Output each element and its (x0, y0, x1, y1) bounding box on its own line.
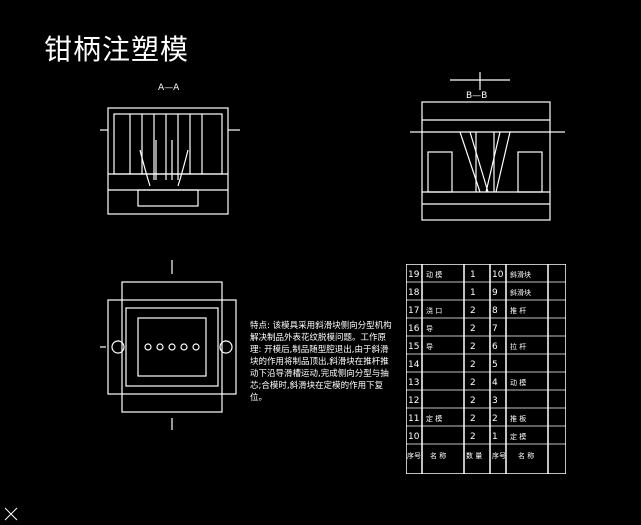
table-cell-qty: 2 (470, 306, 476, 316)
table-cell-no2: 10 (492, 270, 504, 280)
table-cell-no: 10 (408, 432, 420, 442)
table-cell-no: 13 (408, 378, 419, 388)
table-cell-no2: 7 (492, 324, 498, 334)
table-cell-qty: 2 (470, 324, 476, 334)
table-cell-no: 18 (408, 288, 420, 298)
table-footer-label: 数 量 (466, 451, 482, 460)
table-cell-no: 16 (408, 324, 420, 334)
table-cell-name2: 定 模 (510, 432, 526, 441)
table-cell-qty: 2 (470, 378, 476, 388)
drawing-title: 钳柄注塑模 (44, 33, 190, 66)
table-cell-no: 14 (408, 360, 420, 370)
table-cell-name2: 推 板 (510, 414, 526, 423)
technical-notes: 特点: 该模具采用斜滑块侧向分型机构解决制品外表花纹脱模问题。工作原理: 开模后… (250, 321, 392, 403)
table-cell-no2: 1 (492, 432, 498, 442)
table-cell-no2: 8 (492, 306, 498, 316)
table-cell-no2: 6 (492, 342, 498, 352)
table-cell-no2: 4 (492, 378, 498, 388)
table-cell-qty: 2 (470, 360, 476, 370)
table-cell-no2: 2 (492, 414, 498, 424)
table-footer-label: 名 称 (518, 451, 534, 460)
table-cell-qty: 2 (470, 432, 476, 442)
table-cell-qty: 1 (470, 270, 476, 280)
table-cell-qty: 2 (470, 396, 476, 406)
table-cell-name2: 动 模 (510, 378, 526, 387)
table-footer-label: 序号 (492, 451, 506, 460)
table-cell-name2: 拉 杆 (510, 342, 526, 351)
table-cell-name2: 推 杆 (510, 306, 526, 315)
table-cell-qty: 2 (470, 414, 476, 424)
table-cell-no: 12 (408, 396, 419, 406)
table-cell-no: 11 (408, 414, 419, 424)
table-footer-label: 序号 (407, 451, 421, 460)
table-cell-no2: 5 (492, 360, 498, 370)
table-cell-name2: 斜滑块 (510, 288, 531, 297)
ucs-icon (4, 507, 18, 521)
table-cell-no2: 9 (492, 288, 498, 298)
section-view-a-a: A—A (100, 83, 240, 215)
table-cell-no: 15 (408, 342, 419, 352)
table-cell-no: 17 (408, 306, 419, 316)
table-cell-name: 动 模 (426, 270, 442, 279)
table-cell-name: 定 模 (426, 414, 442, 423)
table-cell-name: 导 (426, 343, 433, 351)
table-cell-name: 导 (426, 325, 433, 333)
table-cell-no: 19 (408, 270, 420, 280)
table-cell-name: 浇 口 (426, 306, 442, 315)
section-view-b-b: B—B (410, 72, 565, 221)
table-cell-qty: 1 (470, 288, 476, 298)
plan-view (100, 260, 237, 430)
table-footer-label: 名 称 (430, 451, 446, 460)
section-label-a-a: A—A (158, 83, 180, 93)
section-label-b-b: B—B (466, 91, 487, 101)
table-cell-qty: 2 (470, 342, 476, 352)
table-cell-no2: 3 (492, 396, 498, 406)
table-cell-name2: 斜滑块 (510, 270, 531, 279)
